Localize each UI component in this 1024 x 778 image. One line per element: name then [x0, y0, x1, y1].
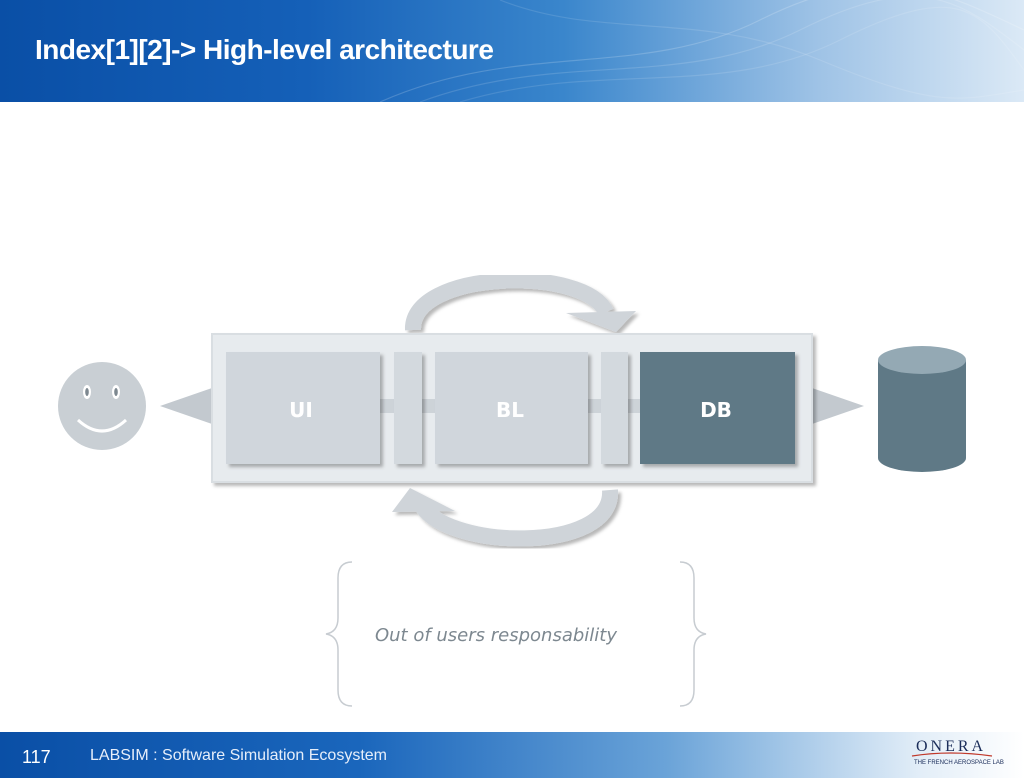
header-wave-decoration — [379, 0, 1024, 102]
ui-layer-label: UI — [289, 398, 313, 422]
logo-word: ONERA — [916, 738, 987, 755]
responsibility-note: Out of users responsability — [375, 625, 617, 646]
circular-arrow-icon — [405, 272, 636, 332]
bl-layer-label: BL — [496, 398, 524, 422]
db-layer-box: DB — [640, 352, 795, 464]
logo-tagline: THE FRENCH AEROSPACE LAB — [914, 760, 1004, 766]
architecture-diagram: UI BL DB Out of users responsability — [58, 272, 966, 707]
ui-layer-box: UI — [226, 352, 380, 464]
header-banner: Index[1][2]-> High-level architecture — [0, 0, 1024, 102]
connector-block-1 — [394, 352, 422, 464]
footer-title: LABSIM : Software Simulation Ecosystem — [90, 747, 387, 764]
left-brace — [325, 561, 353, 707]
footer-bar: 117 LABSIM : Software Simulation Ecosyst… — [0, 732, 1024, 778]
database-cylinder-icon — [878, 346, 966, 472]
page-number: 117 — [22, 747, 51, 767]
bl-layer-box: BL — [435, 352, 588, 464]
arrow-right-to-db — [812, 388, 864, 424]
right-brace — [679, 561, 707, 707]
smiley-face-icon — [58, 362, 146, 450]
onera-logo: ONERA THE FRENCH AEROSPACE LAB — [900, 738, 1004, 772]
logo-swoosh-icon — [911, 752, 993, 757]
page-title: Index[1][2]-> High-level architecture — [35, 34, 494, 65]
db-layer-label: DB — [700, 398, 732, 422]
connector-block-2 — [601, 352, 628, 464]
arrow-left-to-user — [160, 388, 212, 424]
circular-arrow-icon — [392, 488, 618, 547]
